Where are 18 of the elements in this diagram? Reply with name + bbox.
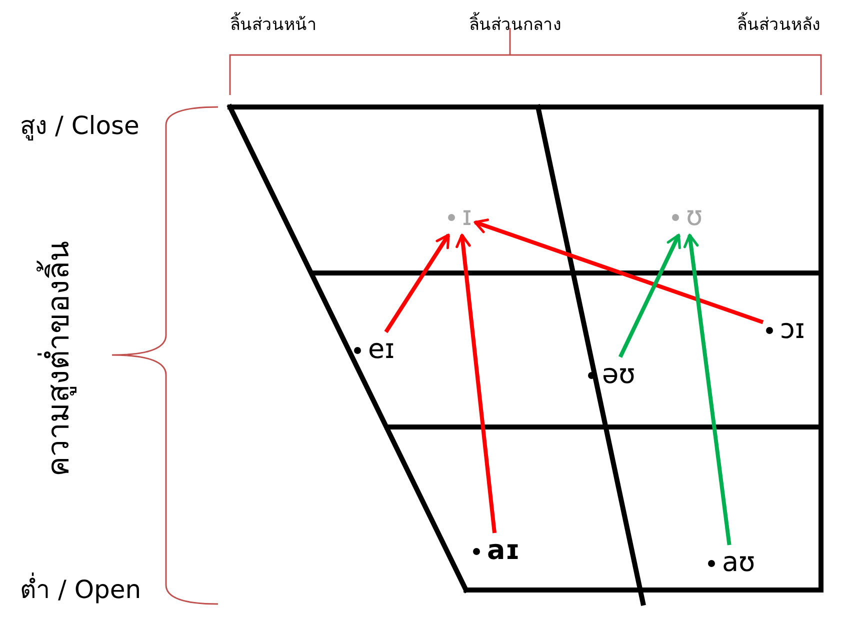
axis-label: ลิ้นส่วนหน้า: [230, 10, 317, 37]
arrow: [618, 234, 681, 358]
arrow: [456, 234, 496, 534]
arrow: [384, 234, 450, 334]
vowel-symbol: ɪ: [462, 202, 472, 232]
arrow: [474, 218, 764, 324]
vowel-symbol: ʊ: [686, 202, 703, 232]
arrow: [683, 234, 732, 546]
axis-label: ลิ้นส่วนหลัง: [737, 10, 820, 37]
vowel-symbol: eɪ: [368, 335, 395, 365]
axis-label: ลิ้นส่วนกลาง: [469, 10, 561, 37]
vowel-symbol: aʊ: [722, 548, 756, 578]
vowel-symbol: aɪ: [487, 536, 520, 566]
vowel-symbol: əʊ: [602, 360, 636, 390]
axis-label: สูง / Close: [20, 110, 140, 142]
axis-title: ความสูงต่ำของลิ้น: [34, 240, 82, 476]
vowel-symbol: ɔɪ: [780, 315, 805, 345]
axis-label: ต่ำ / Open: [20, 569, 142, 609]
